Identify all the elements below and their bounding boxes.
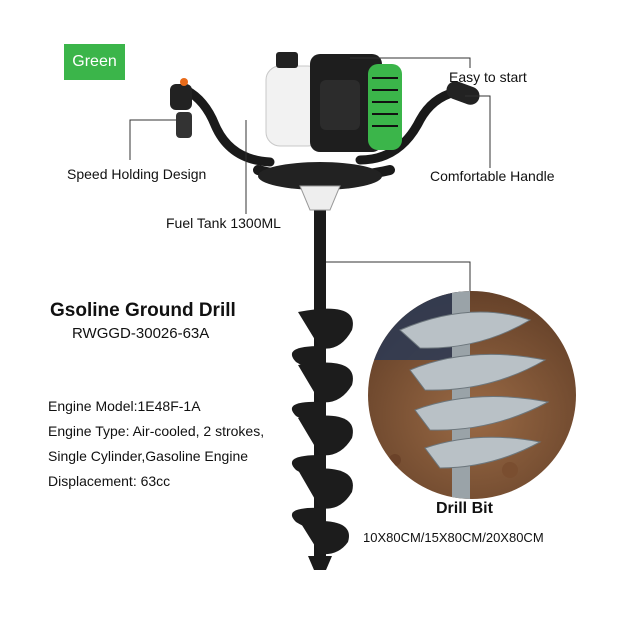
drill-bit-closeup <box>368 291 576 499</box>
engine-green-panel <box>368 64 402 150</box>
callout-lines <box>129 57 491 300</box>
spec-cylinder: Single Cylinder,Gasoline Engine <box>48 448 249 464</box>
spec-displacement: Displacement: 63cc <box>48 473 171 489</box>
recoil-starter <box>320 80 360 130</box>
engine <box>265 52 402 152</box>
engine-base <box>258 162 382 190</box>
spec-engine-model: Engine Model:1E48F-1A <box>48 398 201 414</box>
drill-bit-sizes: 10X80CM/15X80CM/20X80CM <box>363 530 544 545</box>
spec-engine-type: Engine Type: Air-cooled, 2 strokes, <box>48 423 265 439</box>
auger-flights <box>291 308 353 555</box>
left-grip-icon <box>170 84 192 110</box>
throttle-lever <box>176 112 192 138</box>
throttle-button <box>180 78 188 86</box>
callout-easy-to-start: Easy to start <box>449 69 527 85</box>
gearbox-housing <box>299 185 341 211</box>
right-grip-icon <box>446 81 480 105</box>
color-badge: Green <box>64 44 125 80</box>
product-model: RWGGD-30026-63A <box>72 325 210 342</box>
drill-bit-title: Drill Bit <box>436 500 493 517</box>
drill-tip <box>308 556 332 570</box>
fuel-cap <box>276 52 298 68</box>
callout-speed-holding: Speed Holding Design <box>67 166 207 182</box>
product-title: Gsoline Ground Drill <box>50 300 236 321</box>
callout-comfortable-handle: Comfortable Handle <box>430 168 555 184</box>
callout-fuel-tank: Fuel Tank 1300ML <box>166 215 281 231</box>
